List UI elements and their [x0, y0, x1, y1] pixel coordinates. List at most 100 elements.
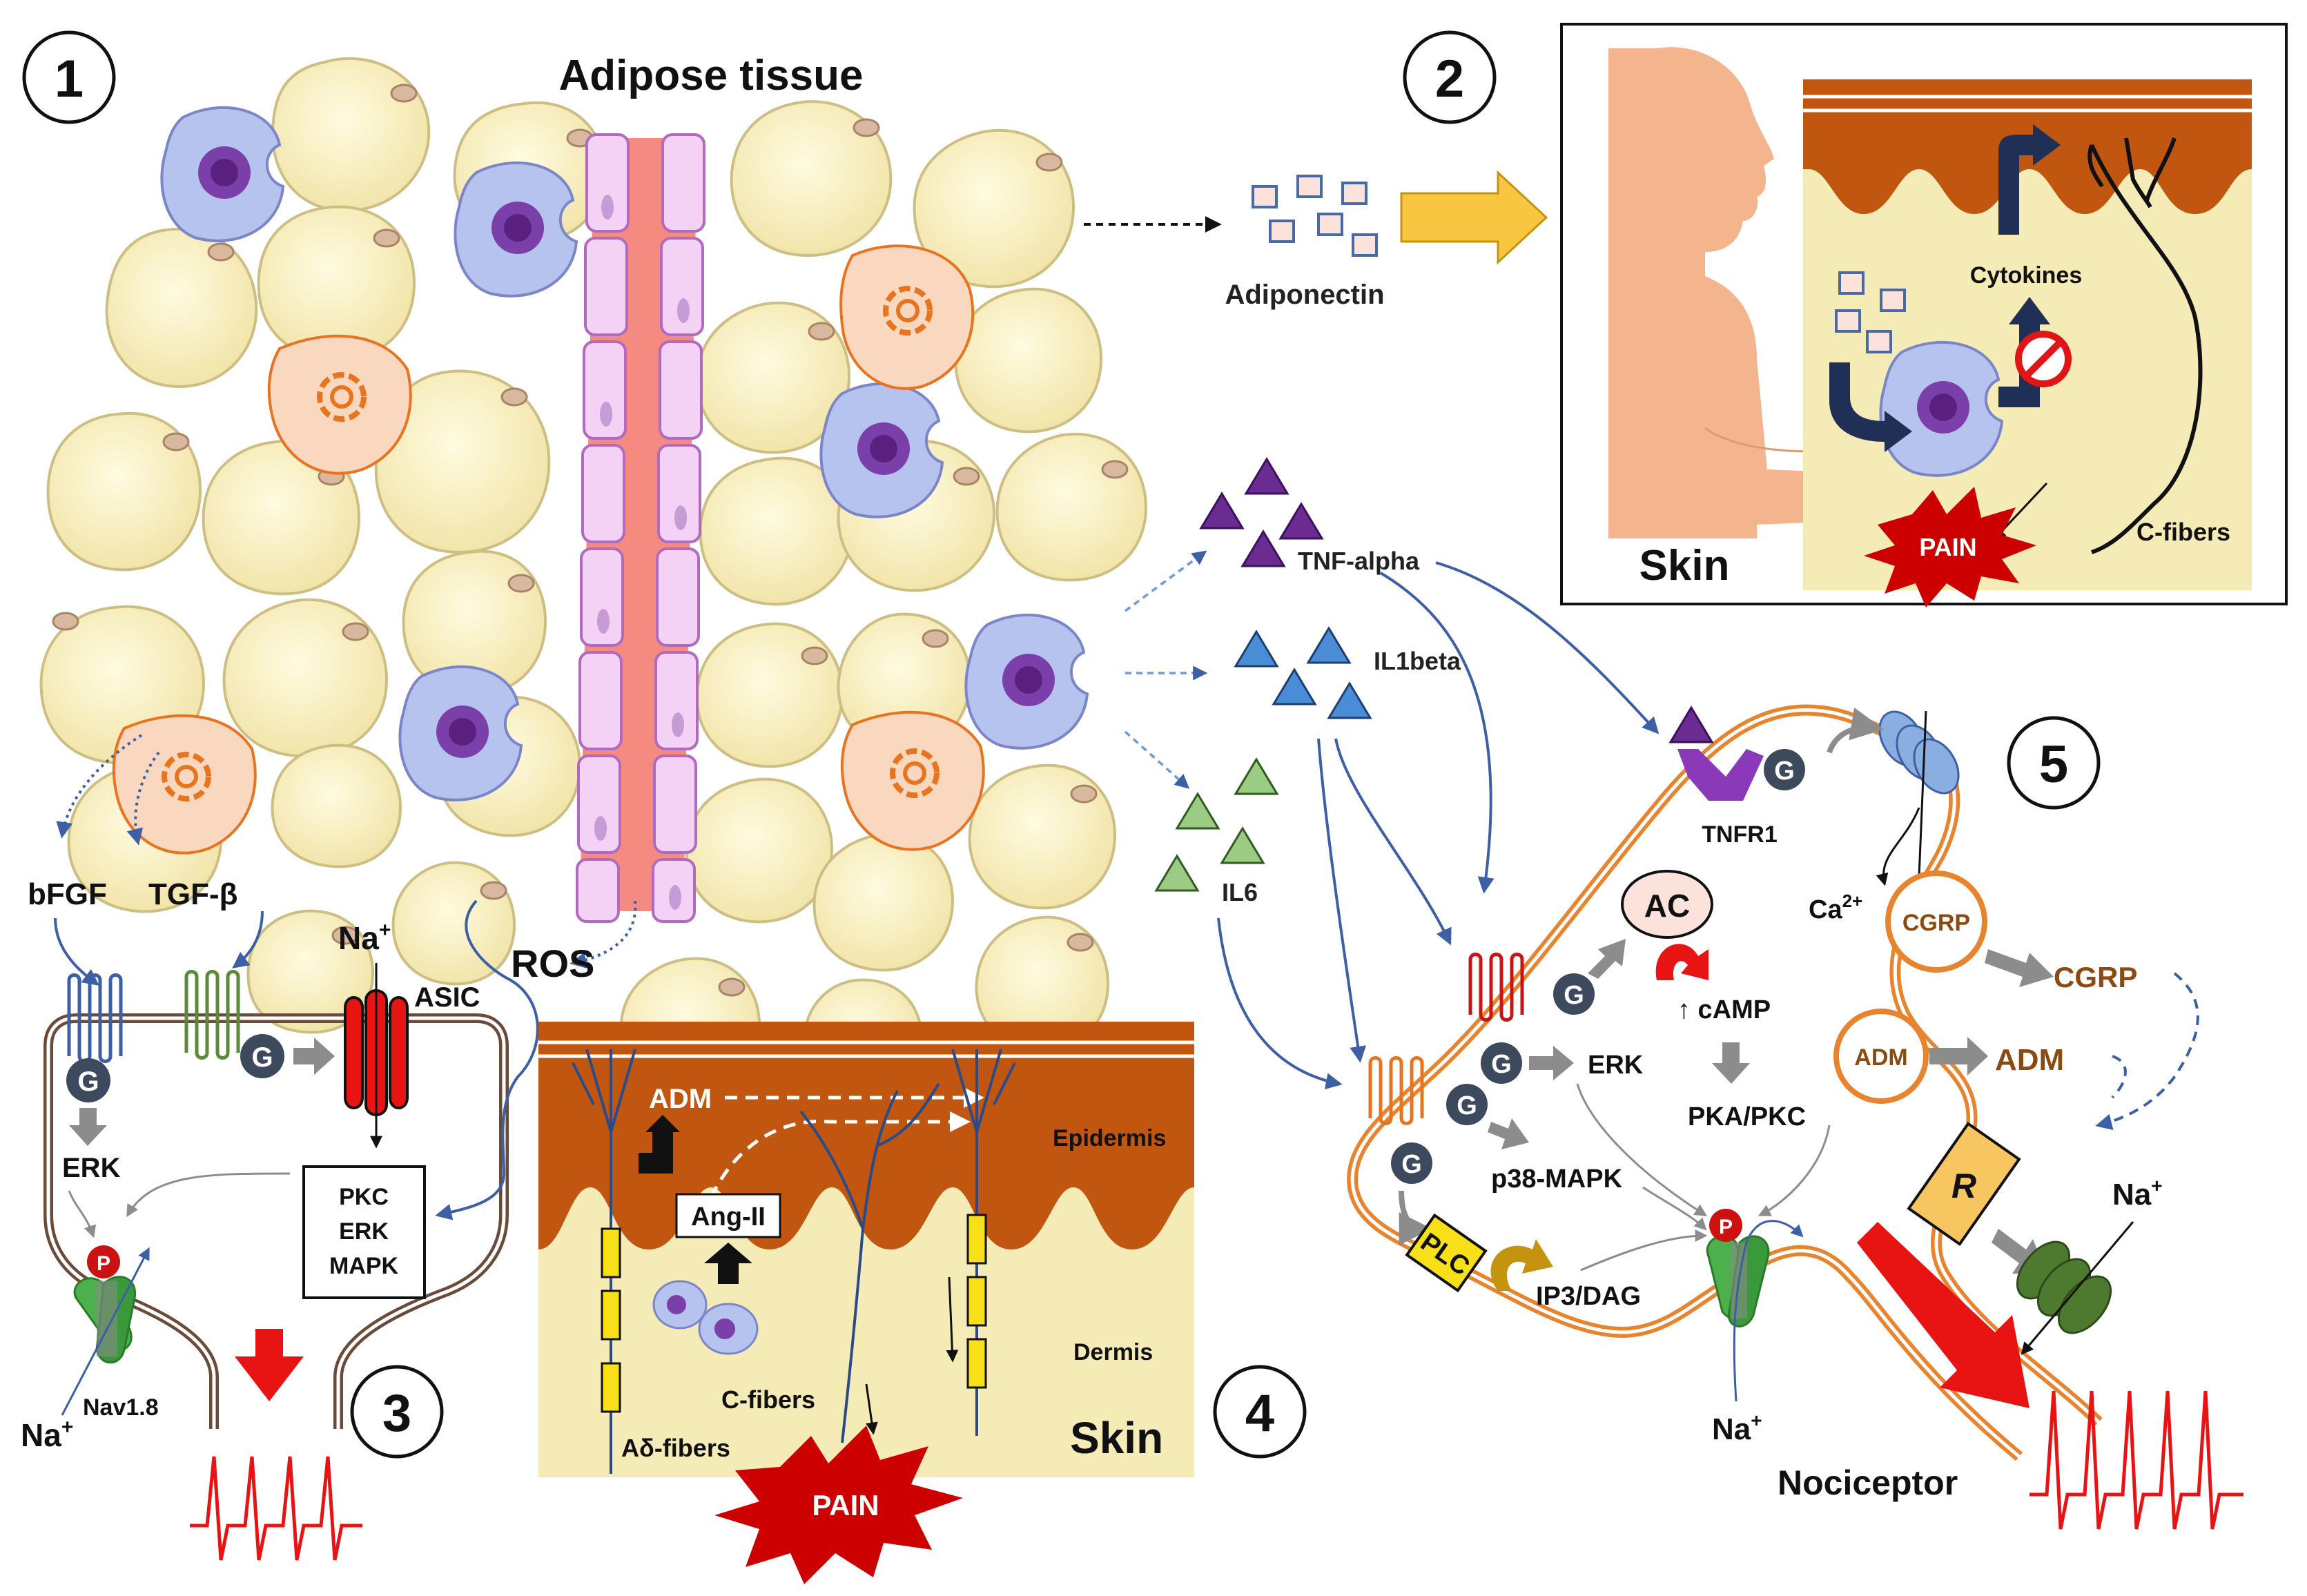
na-right-label: Na+ [2112, 1175, 2163, 1211]
sodium-channel-right [2016, 1240, 2112, 1334]
phospho-5-label: P [1719, 1216, 1733, 1238]
tnfr1-label: TNFR1 [1702, 821, 1778, 848]
adiponectin-label: Adiponectin [1225, 280, 1384, 310]
ac-label: AC [1644, 888, 1690, 924]
p38-label: p38-MAPK [1491, 1165, 1623, 1194]
dermis-label: Dermis [1073, 1339, 1153, 1365]
g-protein-label: G [77, 1067, 99, 1097]
camp-label: ↑ cAMP [1677, 995, 1771, 1024]
skin-4-label: Skin [1070, 1413, 1163, 1463]
panel-1-number: 1 [55, 50, 84, 108]
ros-label: ROS [511, 942, 594, 985]
nociceptor-label: Nociceptor [1778, 1463, 1958, 1502]
body-silhouette [1608, 47, 1949, 538]
il1beta-molecules [1234, 626, 1372, 719]
phospho-label: P [97, 1252, 110, 1275]
fibroblast [839, 244, 975, 390]
panel-3-neuron: bFGF TGF-β ROS G G ERK Na+ ASIC PKC ER [21, 734, 637, 1561]
c-fiber [2090, 144, 2203, 554]
panel-1-badge [22, 30, 116, 124]
g-protein-label: G [1457, 1091, 1477, 1120]
panel-2-pain-label: PAIN [1919, 533, 1976, 561]
calcium-label: Ca2+ [1809, 891, 1862, 924]
na-bottom-label: Na+ [21, 1416, 73, 1453]
pain-burst [1864, 487, 2036, 607]
tgfb-receptor [184, 970, 240, 1060]
a-delta-label: Aδ-fibers [621, 1434, 730, 1462]
asic-label: ASIC [414, 982, 480, 1013]
spike-train-panel5 [2029, 1390, 2243, 1530]
il1b-receptor [1468, 953, 1524, 1022]
g-protein-label: G [1401, 1150, 1422, 1179]
tnf-alpha-label: TNF-alpha [1298, 547, 1420, 575]
nav18-label: Nav1.8 [83, 1394, 159, 1421]
cytokines-label: Cytokines [1970, 262, 2083, 289]
ip3-label: IP3/DAG [1536, 1282, 1641, 1311]
il6-molecules [1154, 757, 1279, 892]
panel-2-cfibers-label: C-fibers [2136, 518, 2230, 546]
macrophage [160, 106, 285, 242]
epidermis-label: Epidermis [1053, 1125, 1166, 1151]
macrophage [398, 665, 523, 801]
phospho-marker [87, 1245, 120, 1278]
erk-label: ERK [62, 1153, 121, 1183]
tgfb-label: TGF-β [148, 877, 238, 911]
panel-5-badge [2007, 716, 2101, 810]
panel-4-skin: ADM Epidermis Dermis Skin Ang-II [538, 1022, 1194, 1584]
cytokines-group: TNF-alpha IL1beta IL6 [1124, 457, 1461, 906]
cgrp-vesicle [1885, 870, 1987, 973]
g-protein [1481, 1042, 1522, 1084]
adm-label: ADM [649, 1084, 712, 1114]
adm-5-label: ADM [1995, 1043, 2064, 1077]
panel-3-number: 3 [382, 1384, 411, 1443]
g-protein [66, 1058, 110, 1102]
panel-2-badge [1403, 30, 1497, 124]
calcium-channel [1878, 710, 1960, 795]
ac-enzyme [1621, 870, 1713, 939]
g-protein-label: G [251, 1042, 273, 1073]
kinase-erk: ERK [339, 1218, 389, 1245]
kinase-mapk: MAPK [329, 1253, 399, 1279]
asic-channel [344, 989, 409, 1116]
adipose-tissue: Adipose tissue [39, 52, 1148, 1100]
panel-5-nociceptor: G TNFR1 Ca2+ CGRP CGRP ADM ADM R [1217, 561, 2243, 1530]
g-protein [1391, 1142, 1432, 1184]
erk-5-label: ERK [1588, 1051, 1644, 1080]
small-macrophages [652, 1280, 759, 1355]
output-signal-arrow [1857, 1222, 2029, 1408]
nav18-channel [73, 1276, 136, 1364]
fibroblast [267, 334, 412, 475]
release-arrow [1998, 124, 2061, 235]
macrophage [819, 382, 944, 518]
panel-2-number: 2 [1435, 50, 1464, 108]
kinase-pkc: PKC [339, 1184, 389, 1210]
macrophage [454, 162, 578, 298]
bfgf-label: bFGF [28, 877, 107, 911]
adipocytes [39, 57, 1148, 1100]
cgrp-vesicle-label: CGRP [1902, 910, 1970, 936]
panel-2-macrophage [1879, 341, 2004, 477]
g-protein [1553, 973, 1595, 1015]
angii-box [675, 1193, 781, 1238]
adiponectin-to-skin-arrow [1400, 170, 1548, 265]
g-protein [1446, 1084, 1488, 1125]
c-fibers-4 [799, 1082, 940, 1443]
panel-number-badges [22, 30, 2101, 1459]
macrophages [160, 106, 1089, 801]
panel-4-badge [1213, 1365, 1307, 1459]
g-protein [240, 1034, 284, 1078]
g-protein [1764, 749, 1805, 790]
plc-enzyme [1405, 1213, 1488, 1293]
skin-label: Skin [1639, 542, 1730, 590]
na-bottom-5-label: Na+ [1712, 1410, 1762, 1446]
adm-vesicle-label: ADM [1854, 1044, 1907, 1071]
panel-4-number: 4 [1245, 1384, 1274, 1443]
adipose-title: Adipose tissue [559, 52, 864, 99]
na-top-label: Na+ [338, 919, 391, 956]
adiponectin-group: Adiponectin [1084, 170, 1548, 310]
pain-burst-4 [714, 1425, 963, 1584]
r-receptor [1907, 1121, 2021, 1247]
g-protein-label: G [1564, 981, 1584, 1010]
macrophage [964, 614, 1089, 750]
g-protein-label: G [1491, 1050, 1512, 1079]
